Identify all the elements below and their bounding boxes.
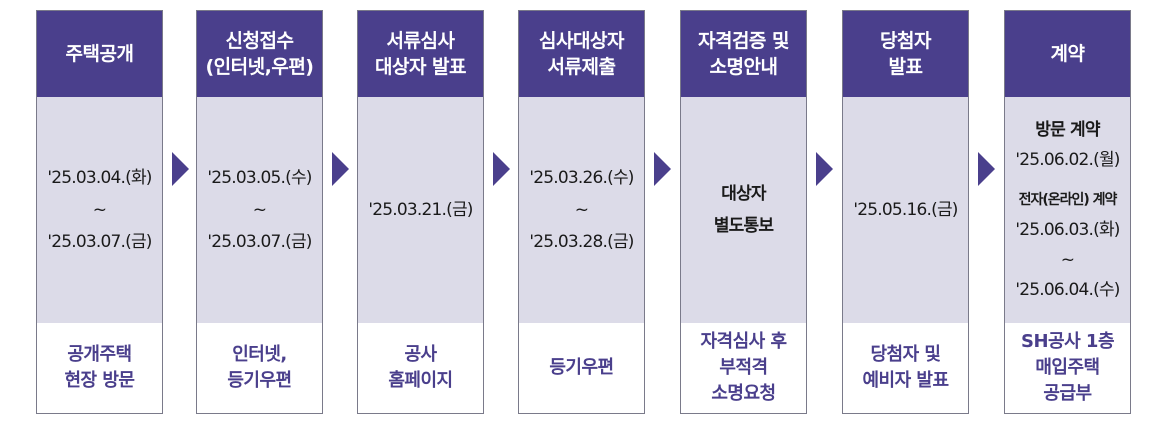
step-document-submission: 심사대상자 서류제출 '25.03.26.(수) ~ '25.03.28.(금)…	[518, 10, 645, 414]
body-line: 방문 계약	[1035, 120, 1100, 140]
body-line: ~	[574, 200, 589, 220]
body-line: ~	[92, 200, 107, 220]
body-line: '25.03.21.(금)	[368, 200, 473, 220]
body-line: '25.03.07.(금)	[47, 232, 152, 252]
body-line: 대상자	[721, 184, 766, 204]
step-house-viewing: 주택공개 '25.03.04.(화) ~ '25.03.07.(금) 공개주택 …	[36, 10, 163, 414]
triangle-right-icon	[978, 152, 995, 186]
step-footer: 당첨자 및 예비자 발표	[843, 323, 968, 413]
header-line: 주택공개	[65, 43, 134, 65]
body-line: '25.06.02.(월)	[1015, 150, 1120, 170]
body-line: '25.03.26.(수)	[529, 168, 634, 188]
step-body: '25.03.04.(화) ~ '25.03.07.(금)	[37, 97, 162, 323]
step-body: '25.05.16.(금)	[843, 97, 968, 323]
footer-line: 예비자 발표	[862, 370, 949, 391]
step-winner-announcement: 당첨자 발표 '25.05.16.(금) 당첨자 및 예비자 발표	[842, 10, 969, 414]
header-line: 계약	[1050, 43, 1085, 65]
triangle-right-icon	[816, 152, 833, 186]
step-body: 대상자 별도통보	[681, 97, 806, 323]
triangle-right-icon	[654, 152, 671, 186]
body-line: '25.05.16.(금)	[853, 200, 958, 220]
body-line: '25.03.04.(화)	[47, 168, 152, 188]
step-footer: 공사 홈페이지	[358, 323, 483, 413]
step-body: '25.03.05.(수) ~ '25.03.07.(금)	[197, 97, 322, 323]
footer-line: 등기우편	[549, 357, 614, 378]
header-line: 발표	[888, 56, 923, 78]
footer-line: 홈페이지	[388, 370, 453, 391]
step-header: 계약	[1005, 11, 1130, 97]
body-line: '25.03.28.(금)	[529, 232, 634, 252]
triangle-right-icon	[493, 152, 510, 186]
step-footer: SH공사 1층 매입주택 공급부	[1005, 323, 1130, 413]
header-line: 서류심사	[386, 30, 455, 52]
body-line: '25.03.07.(금)	[207, 232, 312, 252]
step-footer: 자격심사 후 부적격 소명요청	[681, 323, 806, 413]
triangle-right-icon	[332, 152, 349, 186]
footer-line: 공개주택	[67, 344, 132, 365]
body-line: '25.06.03.(화)	[1015, 220, 1120, 240]
footer-line: 자격심사 후	[700, 331, 787, 352]
footer-line: SH공사 1층	[1021, 331, 1115, 352]
header-line: 자격검증 및	[697, 30, 790, 52]
footer-line: 현장 방문	[64, 370, 135, 391]
step-footer: 인터넷, 등기우편	[197, 323, 322, 413]
step-contract: 계약 방문 계약 '25.06.02.(월) 전자(온라인) 계약 '25.06…	[1004, 10, 1131, 414]
footer-line: 공급부	[1043, 383, 1092, 404]
step-footer: 등기우편	[519, 323, 644, 413]
step-body: '25.03.21.(금)	[358, 97, 483, 323]
body-line: 별도통보	[713, 216, 774, 236]
step-header: 자격검증 및 소명안내	[681, 11, 806, 97]
step-header: 신청접수 (인터넷,우편)	[197, 11, 322, 97]
step-footer: 공개주택 현장 방문	[37, 323, 162, 413]
step-header: 당첨자 발표	[843, 11, 968, 97]
step-header: 심사대상자 서류제출	[519, 11, 644, 97]
step-application: 신청접수 (인터넷,우편) '25.03.05.(수) ~ '25.03.07.…	[196, 10, 323, 414]
footer-line: 인터넷,	[232, 344, 287, 365]
header-line: 서류제출	[547, 56, 616, 78]
step-body: 방문 계약 '25.06.02.(월) 전자(온라인) 계약 '25.06.03…	[1005, 97, 1130, 323]
footer-line: 등기우편	[227, 370, 292, 391]
footer-line: 소명요청	[711, 383, 776, 404]
step-qualification-check: 자격검증 및 소명안내 대상자 별도통보 자격심사 후 부적격 소명요청	[680, 10, 807, 414]
step-header: 서류심사 대상자 발표	[358, 11, 483, 97]
footer-line: 부적격	[719, 357, 768, 378]
footer-line: 당첨자 및	[870, 344, 941, 365]
step-body: '25.03.26.(수) ~ '25.03.28.(금)	[519, 97, 644, 323]
triangle-right-icon	[172, 152, 189, 186]
header-line: 소명안내	[709, 56, 778, 78]
body-line: 전자(온라인) 계약	[1018, 192, 1118, 208]
header-line: 당첨자	[880, 30, 931, 52]
header-line: (인터넷,우편)	[205, 56, 315, 78]
body-line: ~	[252, 200, 267, 220]
footer-line: 공사	[404, 344, 437, 365]
body-line: '25.06.04.(수)	[1015, 280, 1120, 300]
footer-line: 매입주택	[1035, 357, 1100, 378]
header-line: 심사대상자	[539, 30, 624, 52]
header-line: 대상자 발표	[374, 56, 467, 78]
step-header: 주택공개	[37, 11, 162, 97]
body-line: '25.03.05.(수)	[207, 168, 312, 188]
step-document-review-announcement: 서류심사 대상자 발표 '25.03.21.(금) 공사 홈페이지	[357, 10, 484, 414]
body-line: ~	[1060, 250, 1075, 270]
header-line: 신청접수	[225, 30, 294, 52]
